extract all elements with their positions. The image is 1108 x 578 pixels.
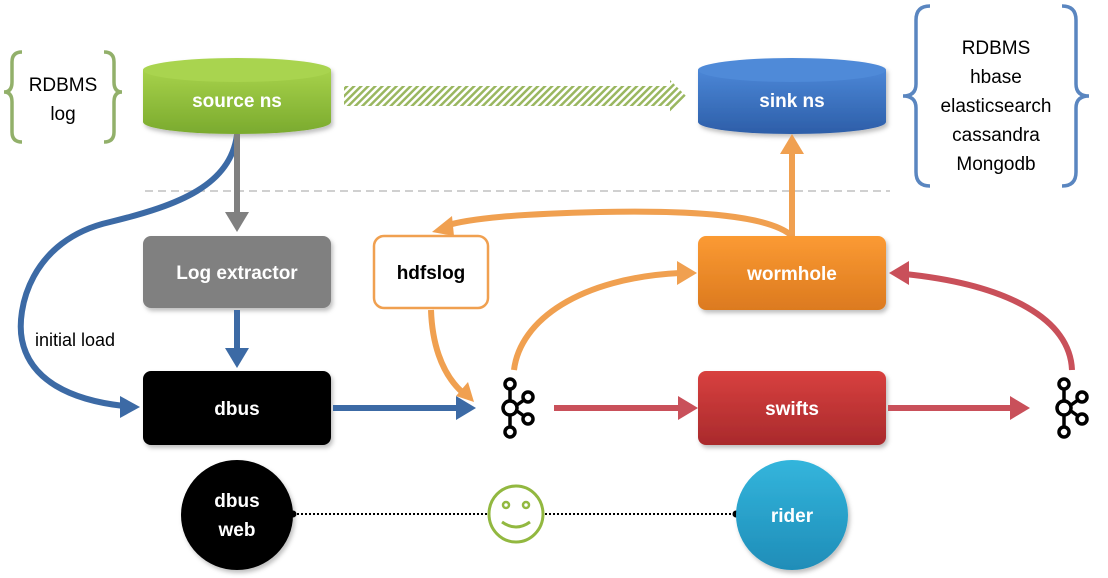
sink-type-rdbms: RDBMS: [962, 38, 1031, 59]
sink-ns-node[interactable]: sink ns: [698, 58, 886, 134]
hdfslog-to-kafka-arrow: [428, 309, 465, 395]
source-type-log: log: [50, 104, 75, 125]
log-extractor-label: Log extractor: [176, 263, 298, 284]
initial-load-label: initial load: [35, 330, 115, 350]
log-extractor-node[interactable]: Log extractor: [143, 236, 331, 308]
dbus-label: dbus: [214, 399, 259, 420]
dbus-web-label-line2: web: [218, 520, 256, 541]
kafka-to-wormhole-feedback-arrow: [904, 271, 1075, 371]
wormhole-node[interactable]: wormhole: [698, 236, 886, 310]
hdfslog-node[interactable]: hdfslog: [372, 234, 490, 310]
replication-arrow: [344, 80, 686, 112]
hdfslog-to-kafka-arrowhead: [456, 382, 474, 402]
dbus-web-label-line1: dbus: [214, 491, 259, 512]
source-to-extractor-arrowhead: [225, 212, 249, 232]
source-types-brace: RDBMS log: [3, 50, 123, 144]
dbus-to-kafka-arrowhead: [456, 396, 476, 420]
swifts-to-kafka-arrowhead: [1010, 396, 1030, 420]
kafka-to-wormhole-arrow: [511, 270, 681, 371]
wormhole-label: wormhole: [746, 264, 837, 285]
wormhole-to-hdfslog-arrowhead: [432, 216, 454, 236]
hdfslog-label: hdfslog: [397, 263, 466, 284]
sink-type-cassandra: cassandra: [952, 125, 1040, 146]
smiley-icon: [487, 484, 545, 544]
wormhole-to-hdfslog-arrow: [444, 208, 795, 239]
dbus-web-node[interactable]: dbus web: [181, 460, 293, 570]
swifts-node[interactable]: swifts: [698, 371, 886, 445]
extractor-to-dbus-arrowhead: [225, 348, 249, 368]
rider-node[interactable]: rider: [736, 460, 848, 570]
initial-load-arrow: [17, 134, 240, 409]
swifts-label: swifts: [765, 399, 819, 420]
source-type-rdbms: RDBMS: [29, 75, 98, 96]
sink-ns-label: sink ns: [759, 91, 824, 112]
dbus-node[interactable]: dbus: [143, 371, 331, 445]
wormhole-to-sink-arrowhead: [780, 134, 804, 154]
kafka-to-swifts-arrowhead: [678, 396, 698, 420]
source-ns-label: source ns: [192, 91, 282, 112]
sink-type-elasticsearch: elasticsearch: [941, 96, 1052, 117]
kafka-to-wormhole-arrowhead: [677, 261, 697, 285]
rider-label: rider: [771, 506, 814, 527]
kafka-icon: [1055, 377, 1089, 439]
sink-type-hbase: hbase: [970, 67, 1022, 88]
kafka-to-wormhole-feedback-arrowhead: [889, 261, 909, 285]
kafka-icon: [501, 377, 535, 439]
source-ns-node[interactable]: source ns: [143, 58, 331, 134]
sink-types-brace: RDBMS hbase elasticsearch cassandra Mong…: [902, 4, 1090, 188]
sink-type-mongodb: Mongodb: [956, 154, 1035, 175]
initial-load-arrowhead: [120, 396, 140, 418]
